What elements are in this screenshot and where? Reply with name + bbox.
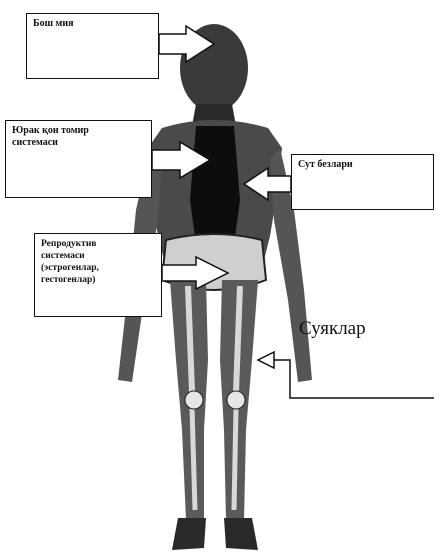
callout-heart-vessels: Юрак қон томир системаси (5, 120, 152, 198)
knee-left (185, 391, 203, 409)
femur-right (236, 286, 240, 392)
bones-bracket (264, 360, 434, 398)
tibia-right (234, 408, 236, 510)
left-foot (172, 518, 206, 550)
callout-reproductive-system: Репродуктив системаси (эстрогенлар, гест… (34, 233, 162, 317)
callout-mammary-glands: Сут безлари (291, 154, 434, 210)
femur-left (188, 286, 192, 392)
callout-brain: Бош мия (26, 13, 159, 79)
tibia-left (192, 408, 195, 510)
label-bones: Суяклар (299, 318, 366, 340)
right-foot (224, 518, 258, 550)
knee-right (227, 391, 245, 409)
bones-arrow (258, 352, 274, 368)
